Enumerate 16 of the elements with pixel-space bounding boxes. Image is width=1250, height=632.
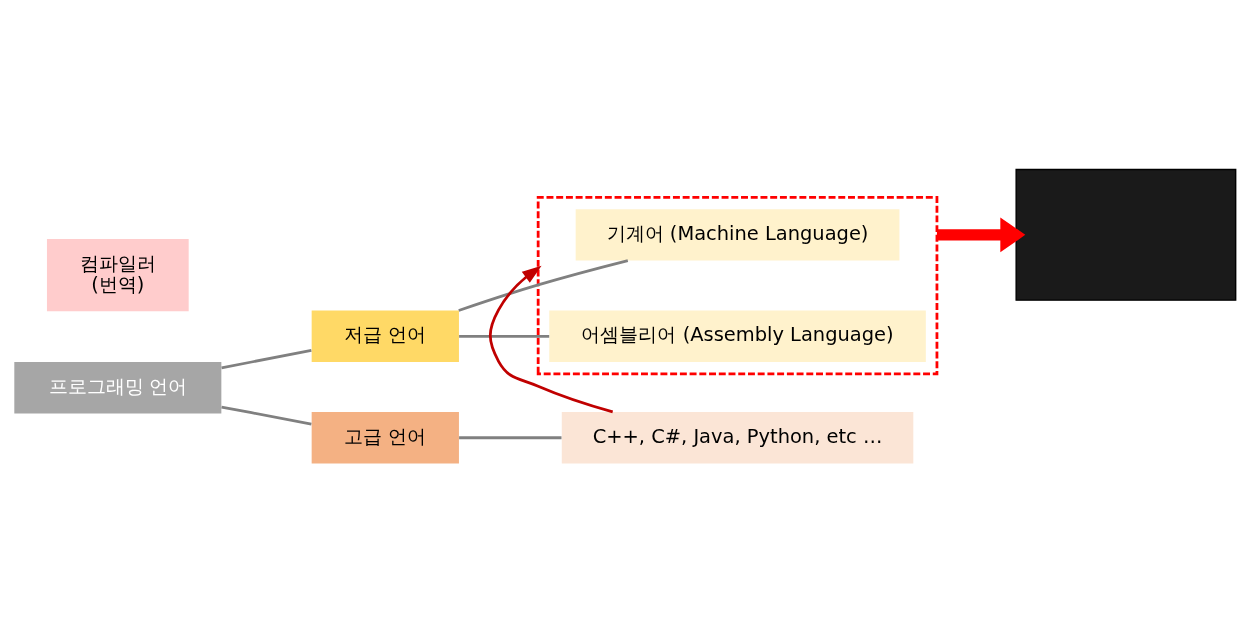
connector (221, 348, 312, 369)
node-box: C++, C#, Java, Python, etc … (561, 411, 914, 463)
connector (221, 405, 312, 425)
arrow (936, 216, 1026, 252)
cluster (536, 195, 939, 375)
connector (459, 334, 550, 338)
connector (458, 258, 629, 312)
connector (459, 435, 562, 439)
node-box: 어셈블리어 (Assembly Language) (549, 310, 926, 362)
node-box: 프로그래밍 언어 (14, 361, 222, 413)
node-box: 기계어 (Machine Language) (575, 208, 900, 261)
node-box (1015, 168, 1237, 301)
node-box: 고급 언어 (311, 411, 459, 463)
arrow (488, 265, 614, 413)
node-box: 저급 언어 (311, 310, 459, 362)
node-box: 컴파일러 (번역) (46, 238, 189, 311)
